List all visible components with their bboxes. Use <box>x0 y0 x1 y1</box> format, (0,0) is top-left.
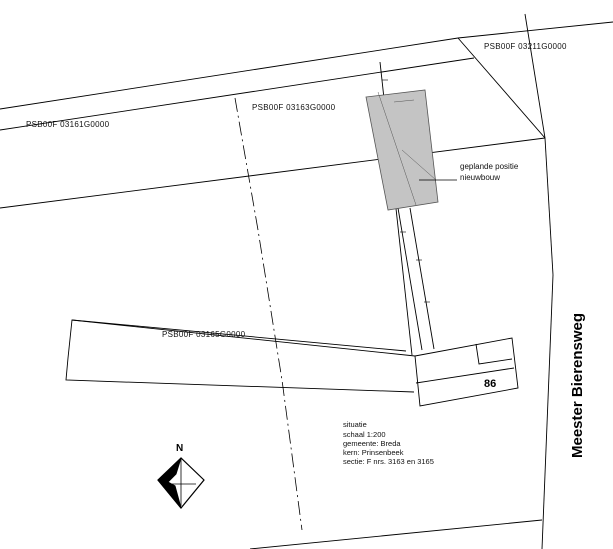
existing-house-annex <box>475 343 513 365</box>
parcel-boundary-ne-diag <box>457 37 546 139</box>
parcel-label-south: PSB00F 03165G0000 <box>162 330 246 339</box>
south-parcel-outline <box>65 319 416 393</box>
drive-strip-east-2 <box>409 207 435 350</box>
situation-scale: schaal 1:200 <box>343 430 386 439</box>
north-arrow-icon <box>157 457 205 509</box>
house-number: 86 <box>484 378 496 390</box>
parcel-boundary-ne-edge <box>524 13 546 139</box>
existing-house-outline <box>414 337 519 407</box>
parcel-boundary-south <box>249 519 543 549</box>
planned-position-line1: geplande positie <box>460 162 519 171</box>
parcel-boundaries <box>0 13 613 549</box>
street-boundary-lower <box>541 274 554 549</box>
street-boundary <box>544 137 554 276</box>
planned-position-annotation: geplande positie nieuwbouw <box>419 162 519 182</box>
dashed-boundary <box>234 97 303 531</box>
road-edge-lower <box>0 57 475 131</box>
north-arrow: N <box>157 443 205 509</box>
parcel-boundary-ne-top <box>457 21 613 39</box>
parcel-divider-diagonal <box>0 137 546 209</box>
planned-new-building <box>365 89 439 211</box>
street-name: Meester Bierensweg <box>569 313 586 458</box>
parcel-label-north-center: PSB00F 03163G0000 <box>252 103 336 112</box>
situation-core: kern: Prinsenbeek <box>343 448 404 457</box>
existing-house-inner-line <box>415 367 515 384</box>
south-parcel-top-edge <box>71 319 407 352</box>
planned-position-line2: nieuwbouw <box>460 173 500 182</box>
situation-info-block: situatie schaal 1:200 gemeente: Breda ke… <box>343 420 434 466</box>
north-arrow-letter: N <box>176 443 183 454</box>
parcel-label-northwest: PSB00F 03161G0000 <box>26 120 110 129</box>
situation-municipality: gemeente: Breda <box>343 439 401 448</box>
situation-title: situatie <box>343 420 367 429</box>
parcel-label-northeast: PSB00F 03211G0000 <box>484 42 567 51</box>
situation-section: sectie: F nrs. 3163 en 3165 <box>343 457 434 466</box>
drive-strip-east <box>397 207 423 351</box>
road-edge-upper <box>0 37 459 110</box>
dimension-ticks <box>382 79 430 303</box>
